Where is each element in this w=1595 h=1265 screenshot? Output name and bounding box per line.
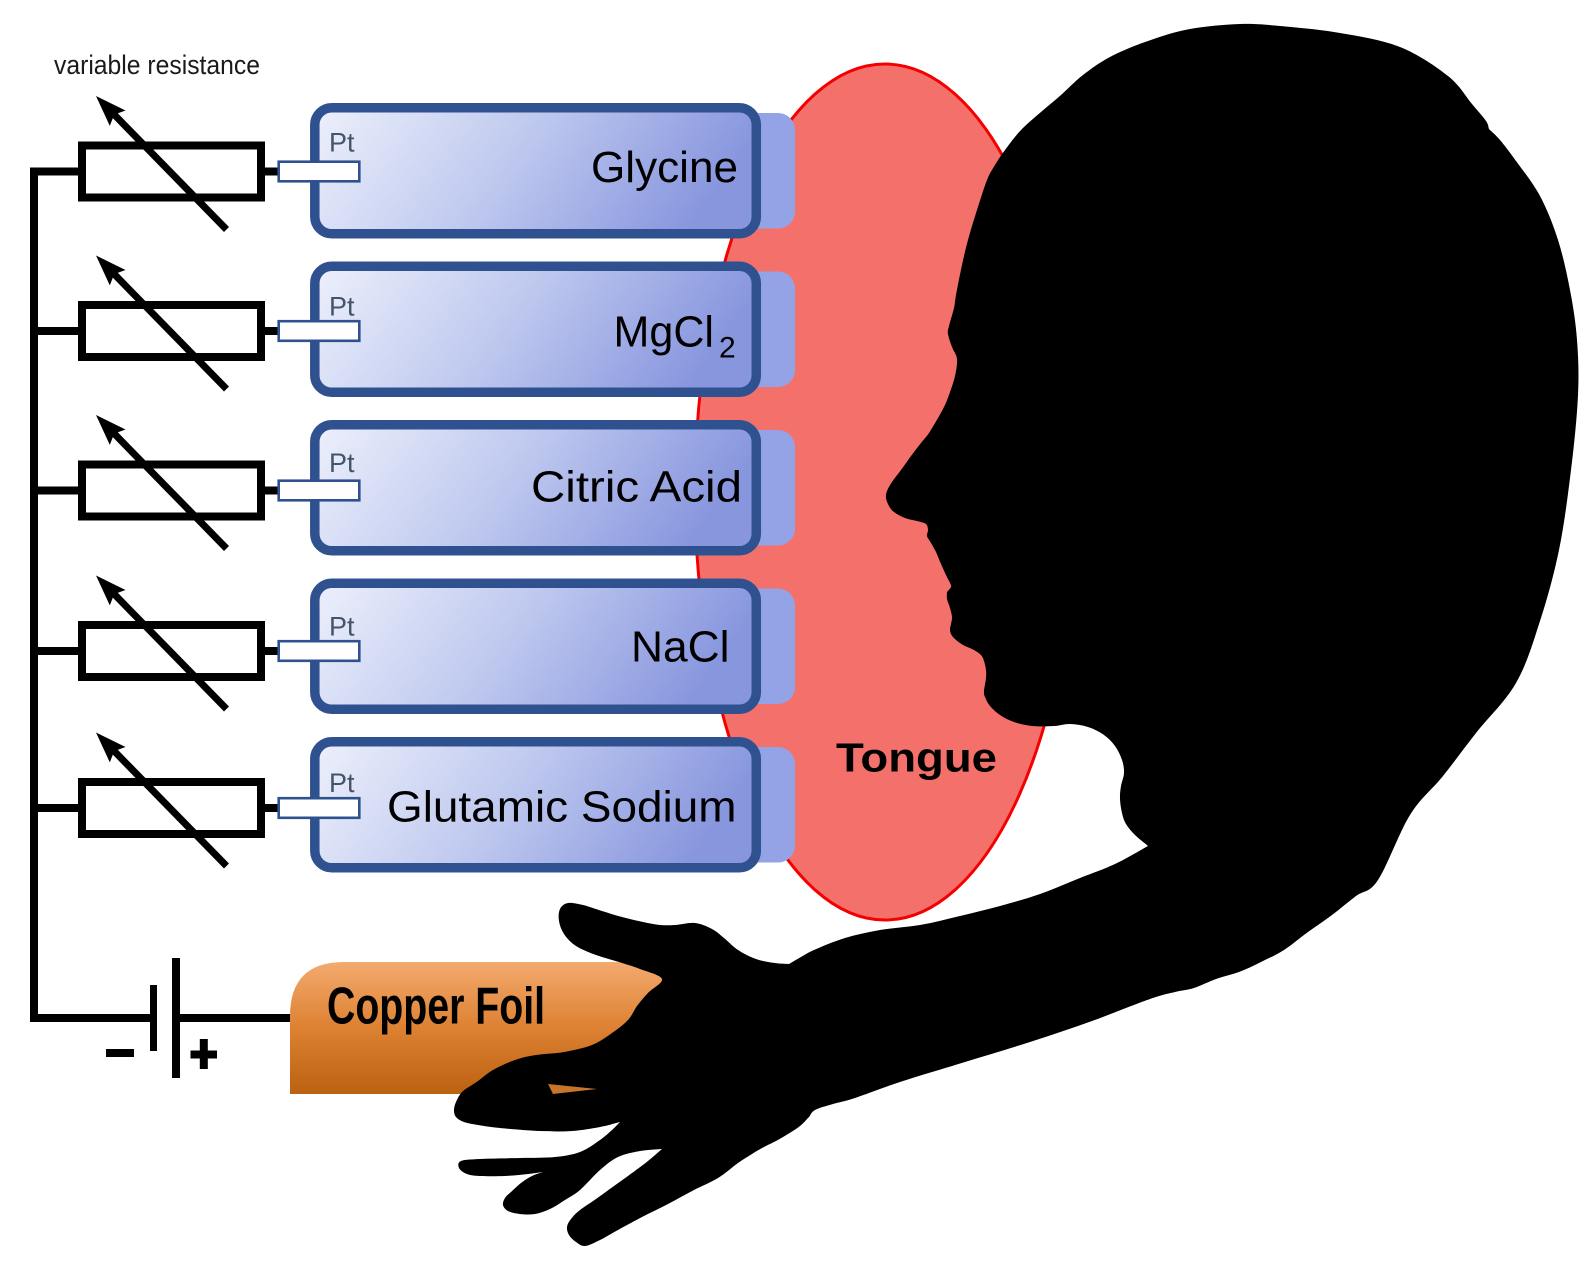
- svg-text:Tongue: Tongue: [836, 735, 997, 781]
- svg-text:MgCl: MgCl: [614, 308, 715, 357]
- svg-text:variable resistance: variable resistance: [54, 50, 260, 80]
- svg-text:Glycine: Glycine: [591, 143, 738, 192]
- svg-text:Glutamic Sodium: Glutamic Sodium: [387, 783, 737, 832]
- svg-text:Pt: Pt: [329, 292, 355, 322]
- svg-text:NaCl: NaCl: [631, 623, 730, 672]
- svg-text:Copper Foil: Copper Foil: [327, 978, 545, 1036]
- svg-text:Pt: Pt: [329, 612, 355, 642]
- svg-text:Pt: Pt: [329, 128, 355, 158]
- svg-text:Pt: Pt: [329, 448, 355, 478]
- svg-text:2: 2: [719, 332, 736, 365]
- svg-text:Pt: Pt: [329, 768, 355, 798]
- svg-text:Citric Acid: Citric Acid: [531, 463, 742, 512]
